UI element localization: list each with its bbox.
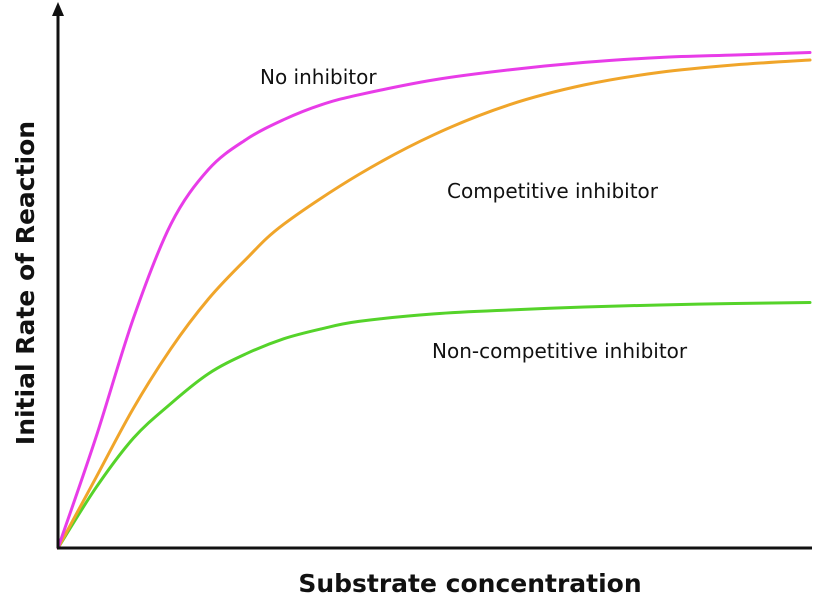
- series-label-no-inhibitor: No inhibitor: [260, 65, 377, 89]
- series-label-competitive-inhibitor: Competitive inhibitor: [447, 179, 659, 203]
- x-axis-title: Substrate concentration: [298, 569, 641, 598]
- series-lines: [56, 51, 812, 550]
- series-line-no-inhibitor: [56, 51, 812, 550]
- y-axis-title: Initial Rate of Reaction: [11, 121, 40, 445]
- series-label-non-competitive-inhibitor: Non-competitive inhibitor: [432, 339, 688, 363]
- series-line-competitive-inhibitor: [56, 58, 812, 550]
- series-line-non-competitive-inhibitor: [56, 301, 812, 550]
